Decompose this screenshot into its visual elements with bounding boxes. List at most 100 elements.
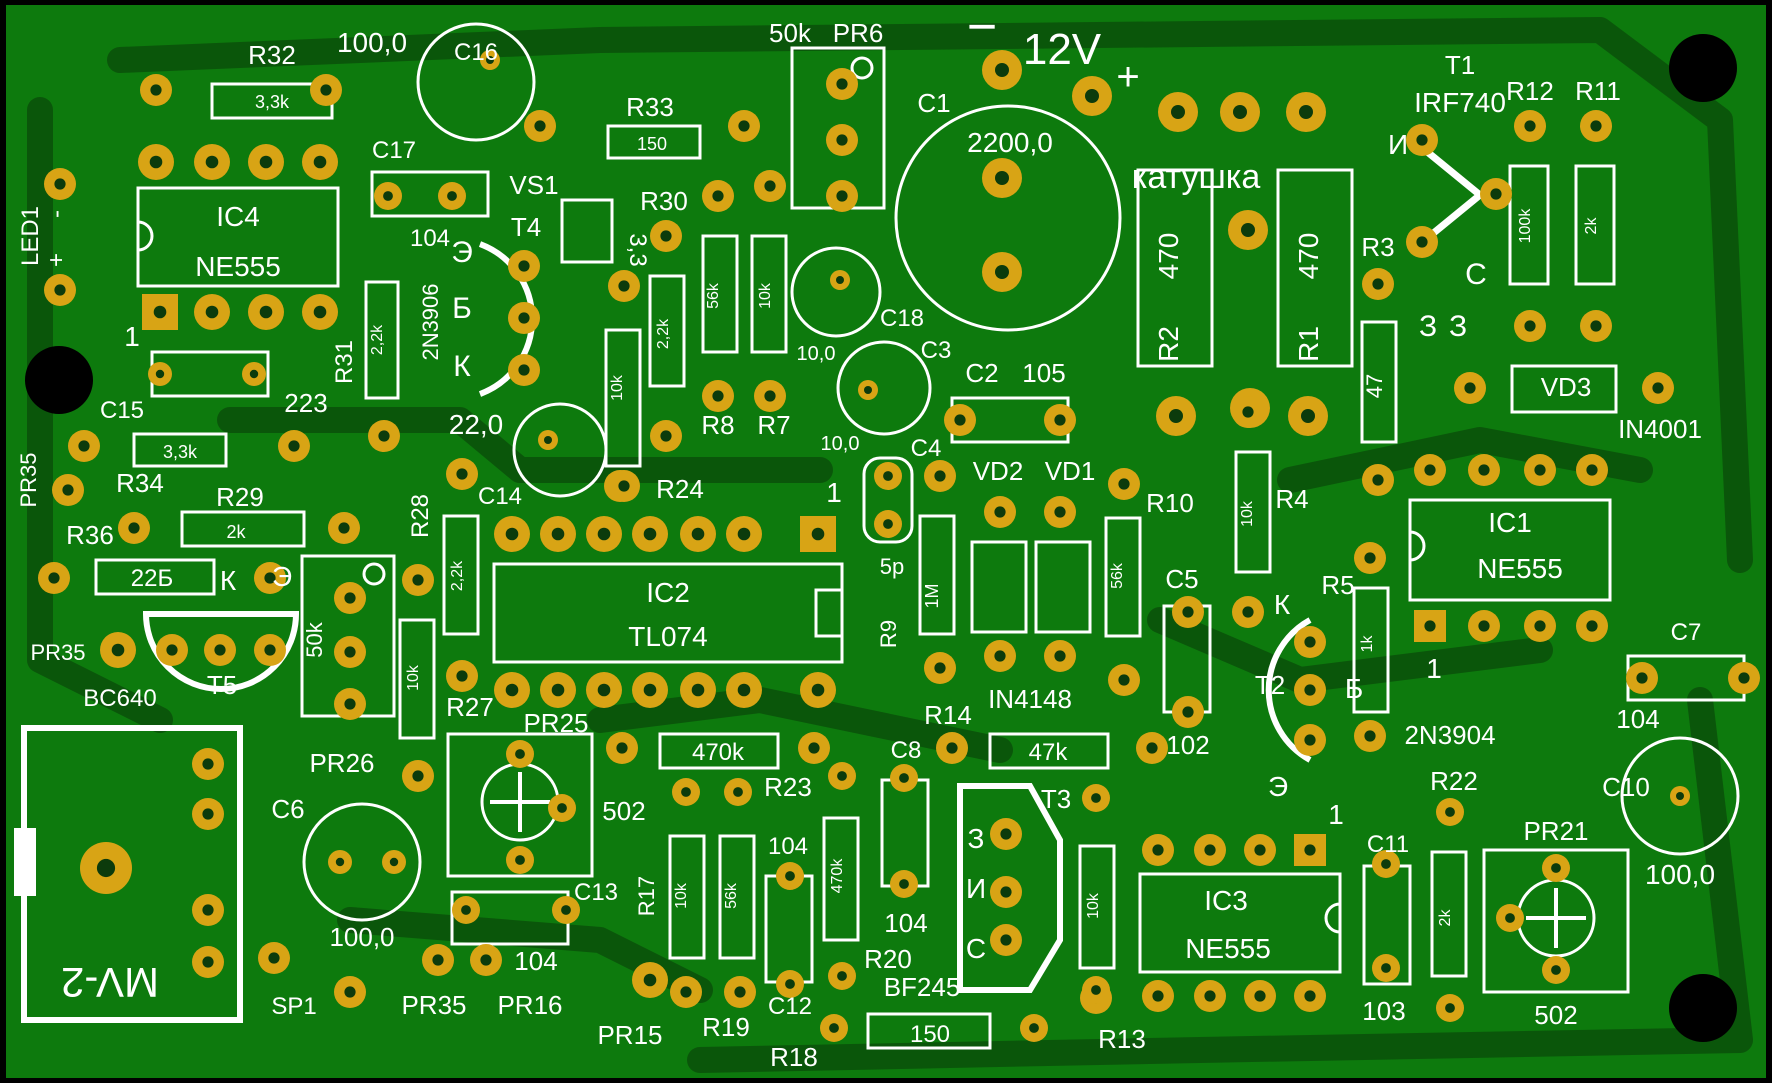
drill-hole xyxy=(883,519,893,529)
drill-hole xyxy=(785,979,795,989)
drill-hole xyxy=(994,506,1006,518)
drill-hole xyxy=(733,787,743,797)
silk-label-v502b: 502 xyxy=(1534,1000,1577,1030)
silk-label-r31: R31 xyxy=(331,340,358,384)
drill-hole xyxy=(660,230,672,242)
drill-hole xyxy=(344,986,356,998)
drill-hole xyxy=(551,683,565,697)
silk-label-r24v: 10k xyxy=(609,374,626,401)
drill-hole xyxy=(712,190,724,202)
silk-label-r7v: 10k xyxy=(757,282,774,309)
drill-hole xyxy=(149,155,163,169)
silk-label-c12v: 104 xyxy=(768,833,808,860)
drill-hole xyxy=(618,480,630,492)
silk-label-ledm: - xyxy=(43,210,70,218)
silk-label-r32v: 3,3k xyxy=(255,92,290,112)
drill-hole xyxy=(1445,1003,1455,1013)
silk-label-r12v: 100k xyxy=(1517,208,1534,244)
silk-label-z3: З xyxy=(1419,310,1437,343)
silk-label-c18v: 10,0 xyxy=(797,343,836,365)
drill-hole xyxy=(738,120,750,132)
drill-hole xyxy=(166,644,178,656)
silk-label-c17: C17 xyxy=(372,137,416,164)
silk-label-vd3: VD3 xyxy=(1541,372,1592,402)
silk-label-c13: C13 xyxy=(574,879,618,906)
silk-label-ic3v: NE555 xyxy=(1185,933,1271,964)
silk-label-r33: R33 xyxy=(626,92,674,122)
silk-label-t4: T4 xyxy=(511,212,541,242)
silk-label-ic4: IC4 xyxy=(216,201,260,232)
silk-label-c3v: 10,0 xyxy=(821,433,860,455)
silk-label-pr6: PR6 xyxy=(833,18,884,48)
silk-label-led1: LED1 xyxy=(17,206,44,266)
silk-label-r8: R8 xyxy=(701,410,734,440)
mounting-holes xyxy=(25,34,1737,1042)
power-12v-label: 12V xyxy=(1023,25,1102,74)
drill-hole xyxy=(995,63,1009,77)
drill-hole xyxy=(96,858,116,878)
silk-label-r9v: 1M xyxy=(922,583,942,608)
drill-hole xyxy=(288,440,300,452)
power-minus-label: − xyxy=(967,0,997,56)
silk-label-t5k: К xyxy=(220,565,237,596)
drill-hole xyxy=(836,134,848,146)
drill-hole xyxy=(1445,807,1455,817)
solder-pads xyxy=(38,50,1760,1042)
silk-label-r33v: 150 xyxy=(637,134,667,154)
silk-label-r34v: 3,3k xyxy=(163,442,198,462)
silk-label-r5v: 1k xyxy=(1359,635,1376,653)
drill-hole xyxy=(150,84,162,96)
silk-label-r11: R11 xyxy=(1575,76,1621,106)
silk-label-v33: 3,3 xyxy=(624,233,651,266)
silk-label-r18: R18 xyxy=(770,1042,818,1072)
drill-hole xyxy=(486,56,494,64)
drill-hole xyxy=(259,305,273,319)
silk-label-t4v: 2N3906 xyxy=(418,283,443,360)
silk-label-t3c: С xyxy=(966,933,986,964)
drill-hole xyxy=(1416,236,1428,248)
silk-label-ic1v: NE555 xyxy=(1477,553,1563,584)
silk-label-r470: 470k xyxy=(692,739,745,766)
silk-label-c1: C1 xyxy=(917,88,950,118)
drill-hole xyxy=(48,572,60,584)
drill-hole xyxy=(1676,792,1684,800)
drill-hole xyxy=(764,390,776,402)
silk-label-c8v: 104 xyxy=(884,908,927,938)
drill-hole xyxy=(412,574,424,586)
silk-label-r30: R30 xyxy=(640,186,688,216)
silk-label-r14v: 47k xyxy=(1029,739,1069,766)
silk-label-r3v: 47 xyxy=(1362,374,1387,398)
silk-label-r29: R29 xyxy=(216,482,264,512)
silk-label-r17: R17 xyxy=(634,876,659,916)
silk-label-ic1: IC1 xyxy=(1488,507,1532,538)
silk-label-t5v: BC640 xyxy=(83,685,156,712)
drill-hole xyxy=(660,430,672,442)
silk-label-t2b: Б xyxy=(1345,673,1363,704)
silk-label-t3i: И xyxy=(966,873,986,904)
silk-label-r7: R7 xyxy=(757,410,790,440)
drill-hole xyxy=(1304,844,1316,856)
drill-hole xyxy=(62,484,74,496)
drill-hole xyxy=(1118,478,1130,490)
drill-hole xyxy=(954,414,966,426)
drill-hole xyxy=(785,871,795,881)
drill-hole xyxy=(1169,409,1183,423)
drill-hole xyxy=(1182,606,1194,618)
silk-label-c14: C14 xyxy=(478,483,522,510)
silk-label-r20v: 470k xyxy=(829,858,846,894)
drill-hole xyxy=(836,78,848,90)
silk-label-vd2: VD2 xyxy=(973,456,1024,486)
silk-label-c10: C10 xyxy=(1602,772,1650,802)
silk-label-r27: R27 xyxy=(446,692,494,722)
drill-hole xyxy=(259,155,273,169)
silk-label-pr16: PR16 xyxy=(497,990,562,1020)
drill-hole xyxy=(1304,684,1316,696)
silk-label-r28v: 2,2k xyxy=(449,560,466,591)
drill-hole xyxy=(1424,620,1436,632)
drill-hole xyxy=(1478,464,1490,476)
drill-hole xyxy=(1091,985,1101,995)
silk-label-r19v: 56k xyxy=(723,882,740,909)
drill-hole xyxy=(1505,913,1515,923)
